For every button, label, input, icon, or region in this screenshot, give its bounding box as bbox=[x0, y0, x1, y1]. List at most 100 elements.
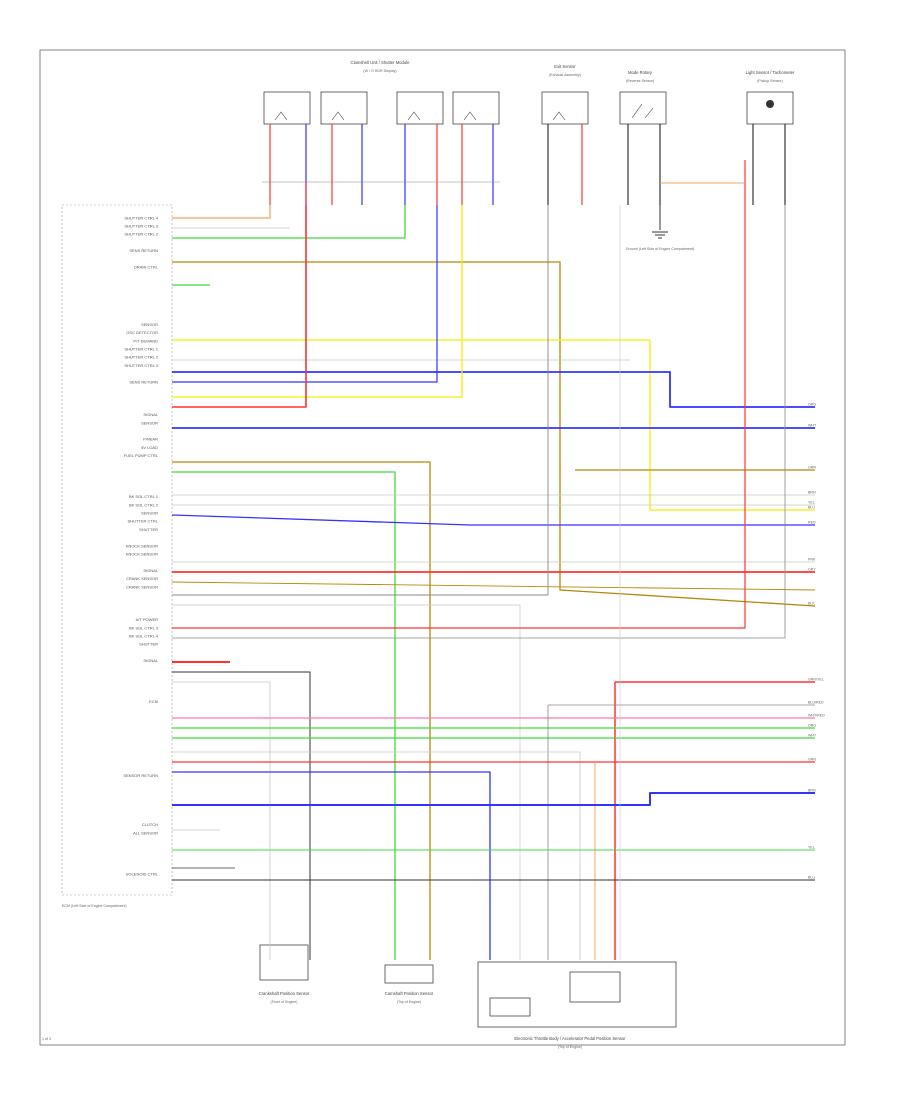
ecm-pin-label: P/T DEMAND bbox=[133, 338, 158, 343]
ecm-pin-label: SHUTTER CTRL 3 bbox=[124, 363, 158, 368]
top-sub-2: (Exhaust Assembly) bbox=[549, 73, 581, 77]
wire-gray-2 bbox=[172, 205, 786, 639]
top-sub-1: (W / O HDR Display) bbox=[363, 69, 396, 73]
wire-white-8 bbox=[172, 751, 581, 960]
wire-color-tag: WHT/RED bbox=[808, 714, 825, 718]
wire-color-tag: BLK bbox=[808, 602, 815, 606]
throttle-sensor bbox=[569, 971, 621, 1003]
ecm-pin-label: SHUTTER CTRL 3 bbox=[124, 224, 158, 229]
wire-color-tag: BLU bbox=[808, 506, 815, 510]
bottom-title-1: Crankshaft Position Sensor bbox=[259, 991, 310, 996]
wire-yellow-2 bbox=[172, 205, 463, 398]
ecm-pin-label: KNOCK SENSOR bbox=[126, 543, 158, 548]
wire-color-tag: GRN bbox=[808, 466, 816, 470]
ecm-pin-label: BK SOL CTRL 4 bbox=[129, 634, 159, 639]
wire-blue-1 bbox=[172, 371, 815, 408]
exit-sensor-box bbox=[541, 91, 589, 125]
wire-color-tag: ORG bbox=[808, 724, 816, 728]
ecm-pin-label: SENSOR bbox=[141, 511, 158, 516]
ecm-pin-label: ECM bbox=[149, 699, 158, 704]
wire-blue-4 bbox=[171, 514, 815, 526]
bottom-components: Crankshaft Position Sensor (Front of Eng… bbox=[259, 944, 677, 1049]
wire-color-tag: BLU/RED bbox=[808, 701, 824, 705]
ecm-pin-label: CLUTCH bbox=[142, 822, 158, 827]
bottom-sub-2: (Top of Engine) bbox=[397, 1000, 421, 1004]
ecm-pin-label: SIGNAL bbox=[143, 568, 158, 573]
ecm-pin-label: CRANK SENSOR bbox=[126, 576, 158, 581]
ecm-pin-label: A/T POWER bbox=[136, 617, 158, 622]
ecm-label: ECM (Left Side of Engine Compartment) bbox=[62, 904, 127, 908]
wire-white-7 bbox=[172, 681, 271, 960]
ecm-pin-label: OSC DETECTOR bbox=[126, 330, 158, 335]
wire-gray-1 bbox=[172, 205, 549, 596]
ecm-pin-label: SENSOR RETURN bbox=[123, 773, 158, 778]
wire-color-tag: WHT bbox=[808, 734, 817, 738]
wire-color-tag: BLU bbox=[808, 876, 815, 880]
wire-blue-5 bbox=[172, 771, 491, 960]
top-sub-4: (Pickup Sensor) bbox=[757, 79, 783, 83]
ecm-pin-label: SHUTTER CTRL bbox=[128, 519, 159, 524]
wire-color-tag: YEL bbox=[808, 846, 815, 850]
page-number: 1 of 3 bbox=[42, 1037, 51, 1041]
ecm-pin-label: SHUTTER CTRL 4 bbox=[124, 215, 158, 220]
wire-brown-1 bbox=[172, 261, 816, 607]
wire-color-tag: GRY bbox=[808, 568, 816, 572]
shutter-module-4 bbox=[452, 91, 500, 125]
wire-brown-4 bbox=[171, 581, 816, 591]
ecm-pin-label: SENS RETURN bbox=[129, 379, 158, 384]
page-frame bbox=[39, 49, 846, 1046]
ecm-pin-label: FUEL PUMP CTRL bbox=[124, 453, 159, 458]
ecm-pin-labels: SHUTTER CTRL 4 SHUTTER CTRL 3 SHUTTER CTRL… bbox=[123, 215, 158, 876]
ecm-pin-label: SENS RETURN bbox=[129, 248, 158, 253]
ecm-pin-label: 5V LOAD bbox=[141, 445, 158, 450]
wire-color-tag: PNK bbox=[808, 558, 816, 562]
bottom-title-3: Electronic Throttle Body / Accelerator P… bbox=[514, 1036, 626, 1041]
ecm-pin-label: KNOCK SENSOR bbox=[126, 552, 158, 557]
wire-color-tag: RED bbox=[808, 521, 816, 525]
bottom-sub-1: (Front of Engine) bbox=[271, 1000, 298, 1004]
wire-color-tag: YEL bbox=[808, 501, 815, 505]
top-components: Clamshell Unit / Shutter Module (W / O H… bbox=[263, 60, 795, 125]
light-sensor-element bbox=[766, 100, 774, 108]
ecm-pin-label: SENSOR bbox=[141, 322, 158, 327]
shutter-module-3 bbox=[396, 91, 444, 125]
ecm-pin-label: SIGNAL bbox=[143, 658, 158, 663]
wire-red-1 bbox=[172, 205, 307, 408]
wire-blue-6 bbox=[172, 792, 815, 806]
ecm-pin-label: CRANK SENSOR bbox=[126, 584, 158, 589]
throttle-motor bbox=[489, 997, 531, 1017]
ecm-pin-label: BK SOL CTRL 2 bbox=[129, 502, 159, 507]
wire-color-tag: GRN bbox=[808, 758, 816, 762]
crank-sensor-box bbox=[259, 944, 309, 981]
wire-orange-1 bbox=[172, 205, 271, 219]
ecm-pin-label: SIGNAL bbox=[143, 412, 158, 417]
wire-blue-2 bbox=[172, 205, 438, 383]
top-title-1: Clamshell Unit / Shutter Module bbox=[351, 60, 411, 65]
top-title-2: Exit Sensor bbox=[554, 64, 576, 69]
wire-green-3 bbox=[172, 471, 396, 960]
ecm-pin-label: SOLENOID CTRL bbox=[126, 871, 159, 876]
ecm-pin-label: SHUTTER bbox=[139, 527, 158, 532]
ecm-pin-label: ALL SENSOR bbox=[133, 830, 158, 835]
cam-sensor-box bbox=[384, 964, 434, 984]
wire-color-tag: BRN bbox=[808, 491, 816, 495]
ecm-box bbox=[61, 204, 173, 896]
wire-color-tag: GRN/YEL bbox=[808, 678, 824, 682]
wire-red-3 bbox=[172, 160, 746, 629]
ecm-pin-label: SHUTTER CTRL 2 bbox=[124, 355, 158, 360]
ecm-pin-label: P/NEAR bbox=[143, 437, 158, 442]
ground-label: Ground (Left Side of Engine Compartment) bbox=[626, 247, 695, 251]
mode-rotary-box bbox=[619, 91, 667, 125]
top-sub-3: (Reverse Sensor) bbox=[626, 79, 654, 83]
top-title-4: Light Sensor / Tachometer bbox=[746, 70, 795, 75]
ecm-pin-label: SHUTTER CTRL 2 bbox=[124, 232, 158, 237]
bottom-title-2: Camshaft Position Sensor bbox=[385, 991, 434, 996]
wire-color-tag: ORG bbox=[808, 403, 816, 407]
wire-white-6 bbox=[172, 604, 521, 960]
shutter-module-1 bbox=[263, 91, 311, 125]
ecm-pin-label: DRAIN CTRL bbox=[134, 265, 159, 270]
shutter-module-2 bbox=[320, 91, 368, 125]
ecm-pin-label: BK SOL CTRL 1 bbox=[129, 494, 159, 499]
wire-green-1 bbox=[172, 205, 406, 239]
